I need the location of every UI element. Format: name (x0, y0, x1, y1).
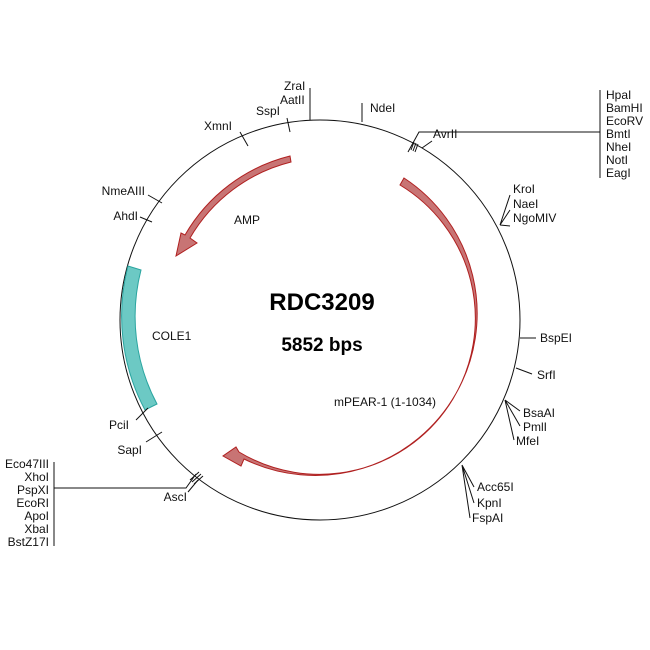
plasmid-name: RDC3209 (269, 289, 374, 316)
site-ngomiv[interactable]: NgoMIV (513, 211, 556, 225)
site-zrai[interactable]: ZraI (284, 79, 305, 93)
site-eco47iii[interactable]: Eco47III (5, 457, 49, 471)
site-pcii[interactable]: PciI (109, 418, 129, 432)
plasmid-size: 5852 bps (281, 335, 362, 356)
site-pmli[interactable]: PmlI (523, 420, 547, 434)
site-asci[interactable]: AscI (164, 490, 187, 504)
site-fspai[interactable]: FspAI (472, 511, 503, 525)
site-bsaai[interactable]: BsaAI (523, 406, 555, 420)
mpear-arrow[interactable] (222, 177, 478, 476)
site-nmeaiii[interactable]: NmeAIII (102, 184, 145, 198)
site-apoi[interactable]: ApoI (24, 509, 49, 523)
site-xmni[interactable]: XmnI (204, 119, 232, 133)
site-ahdi[interactable]: AhdI (113, 209, 138, 223)
site-sspi[interactable]: SspI (256, 104, 280, 118)
amp-label: AMP (234, 213, 260, 227)
site-srfi[interactable]: SrfI (537, 368, 556, 382)
site-noti[interactable]: NotI (606, 153, 628, 167)
site-xbai[interactable]: XbaI (24, 522, 49, 536)
site-bspei[interactable]: BspEI (540, 331, 572, 345)
site-naei[interactable]: NaeI (513, 197, 538, 211)
site-sapi[interactable]: SapI (117, 443, 142, 457)
site-kroi[interactable]: KroI (513, 182, 535, 196)
site-ndei[interactable]: NdeI (370, 101, 395, 115)
site-bstz17i[interactable]: BstZ17I (8, 535, 49, 549)
cole1-feature[interactable] (121, 265, 158, 411)
site-aatii[interactable]: AatII (280, 93, 305, 107)
site-ecorv[interactable]: EcoRV (606, 114, 643, 128)
site-avrii[interactable]: AvrII (433, 127, 457, 141)
backbone-circle (119, 119, 521, 521)
site-eagi[interactable]: EagI (606, 166, 631, 180)
site-ticks (53, 88, 601, 546)
site-acc65i[interactable]: Acc65I (477, 480, 514, 494)
site-pspxi[interactable]: PspXI (17, 483, 49, 497)
site-labels: ZraI AatII SspI NdeI XmnI AvrII HpaI Bam… (5, 79, 643, 549)
site-kpni[interactable]: KpnI (477, 496, 502, 510)
site-bamhi[interactable]: BamHI (606, 101, 643, 115)
mpear-label: mPEAR-1 (1-1034) (334, 395, 436, 409)
site-ecori[interactable]: EcoRI (16, 496, 49, 510)
site-bmti[interactable]: BmtI (606, 127, 631, 141)
site-mfei[interactable]: MfeI (516, 434, 539, 448)
cole1-label: COLE1 (152, 329, 192, 343)
amp-arrow[interactable] (175, 155, 292, 258)
site-xhoi[interactable]: XhoI (24, 470, 49, 484)
site-hpai[interactable]: HpaI (606, 88, 631, 102)
site-nhei[interactable]: NheI (606, 140, 631, 154)
